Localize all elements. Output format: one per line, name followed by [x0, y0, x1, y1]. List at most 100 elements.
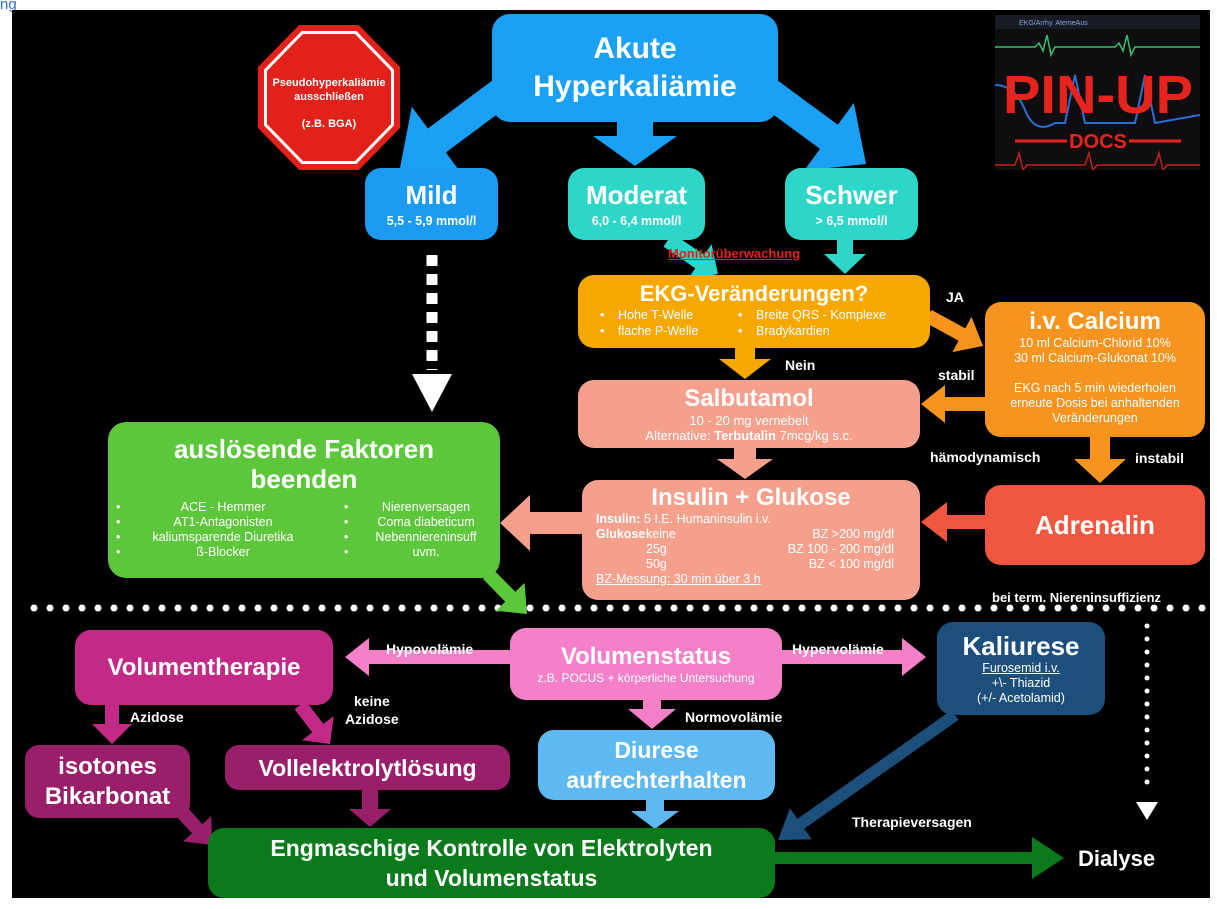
stop-sign-line-2: ausschließen — [294, 91, 364, 103]
final-monitoring-line-1: Engmaschige Kontrolle von Elektrolyten — [270, 835, 713, 861]
trigger-bullet: ß-Blocker — [116, 545, 316, 560]
logo-ecg-blue-trace — [994, 74, 1201, 128]
diuresis-line-1: Diurese — [614, 737, 699, 763]
arrow-insulin-to-triggers — [500, 495, 582, 551]
arrow-adrenalin-to-insulin — [921, 502, 985, 542]
trigger-bullet: Nebenniereninsuff — [344, 530, 494, 545]
bz-monitoring-note: BZ-Messung: 30 min über 3 h — [596, 572, 761, 586]
trigger-bullet: kaliumsparende Diuretika — [116, 530, 316, 545]
label-keine-azidose: keine Azidose — [345, 693, 399, 727]
dialysis-node: Dialyse — [1078, 846, 1156, 871]
salbutamol-alternative: Alternative: Terbutalin 7mcg/kg s.c. — [645, 428, 853, 443]
pseudohyperkalemia-stop-sign: Pseudohyperkaliämie ausschließen (z.B. B… — [258, 25, 400, 170]
start-title-line-1: Akute — [593, 32, 677, 65]
logo-graphic: EKG/Arrhy. AtemeAus PIN-UP DOCS — [994, 15, 1201, 172]
ecg-bullet: flache P-Welle — [600, 323, 698, 339]
label-therapieversagen: Therapieversagen — [852, 814, 972, 830]
arrow-start-to-severe — [759, 79, 866, 171]
label-stabil: stabil — [938, 367, 975, 383]
arrow-salbutamol-to-insulin — [717, 448, 773, 479]
triggers-bullet-columns: ACE - Hemmer AT1-Antagonisten kaliumspar… — [108, 500, 500, 562]
kaliurese-drug: Furosemid i.v. — [982, 661, 1060, 675]
ecg-title: EKG-Veränderungen? — [639, 281, 869, 306]
label-instabil: instabil — [1135, 450, 1185, 466]
salbutamol-alternative-drug: Terbutalin — [714, 428, 776, 443]
severity-mild-node: Mild 5,5 - 5,9 mmol/l — [365, 168, 498, 240]
stop-sign-text: Pseudohyperkaliämie ausschließen (z.B. B… — [258, 25, 400, 170]
arrow-volume-to-diuresis — [628, 700, 676, 729]
arrow-calcium-to-salbutamol — [921, 385, 985, 423]
arrow-moderate-to-ecg — [663, 233, 718, 279]
logo-ecg-green-trace — [995, 34, 1200, 58]
start-title-line-2: Hyperkaliämie — [533, 70, 737, 103]
bicarbonate-line-1: isotones — [58, 752, 157, 780]
ecg-bullet: Hohe T-Welle — [600, 307, 698, 323]
kaliurese-line-3: (+/- Acetolamid) — [977, 691, 1065, 705]
label-azidose: Azidose — [130, 709, 184, 725]
arrow-therapy-to-bicarbonate — [92, 705, 132, 744]
final-monitoring-node: Engmaschige Kontrolle von Elektrolyten u… — [208, 828, 775, 898]
volume-status-subtitle: z.B. POCUS + körperliche Untersuchung — [537, 670, 755, 685]
trigger-bullet: ACE - Hemmer — [116, 500, 316, 515]
renal-down-triangle — [1136, 802, 1158, 820]
label-normovolaemie: Normovolämie — [685, 709, 783, 725]
insulin-glucose-node: Insulin + Glukose Insulin: 5 I.E. Humani… — [582, 480, 920, 600]
diuresis-line-2: aufrechterhalten — [566, 767, 747, 793]
severity-moderate-node: Moderat 6,0 - 6,4 mmol/l — [568, 168, 705, 240]
arrow-start-to-moderate — [593, 120, 677, 166]
arrow-monitoring-to-dialysis — [775, 837, 1064, 879]
triggers-title-line-2: beenden — [250, 464, 358, 494]
volume-therapy-node: Volumentherapie — [75, 630, 333, 705]
salbutamol-node: Salbutamol 10 - 20 mg vernebelt Alternat… — [578, 380, 920, 448]
arrow-bicarbonate-to-monitoring — [176, 807, 212, 845]
arrow-calcium-to-adrenalin — [1074, 437, 1126, 483]
calcium-title: i.v. Calcium — [1029, 308, 1161, 335]
calcium-note-line: EKG nach 5 min wiederholen — [1014, 381, 1176, 395]
label-ja: JA — [946, 289, 964, 305]
arrow-ecg-to-salbutamol — [719, 348, 771, 379]
calcium-node: i.v. Calcium 10 ml Calcium-Chlorid 10% 3… — [985, 302, 1205, 437]
calcium-note-line: Veränderungen — [1052, 411, 1138, 425]
monitoring-note: Monitorüberwachung — [668, 246, 801, 261]
arrow-triggers-to-separator — [483, 569, 527, 614]
triggers-right-column: Nierenversagen Coma diabeticum Nebennier… — [344, 500, 494, 560]
volume-therapy-title: Volumentherapie — [107, 653, 301, 681]
logo-title: PIN-UP — [1003, 65, 1193, 125]
stop-sign-line-1: Pseudohyperkaliämie — [272, 77, 386, 89]
severity-moderate-title: Moderat — [585, 179, 688, 210]
severity-mild-range: 5,5 - 5,9 mmol/l — [386, 213, 477, 228]
triggers-node: auslösende Faktoren beenden ACE - Hemmer… — [108, 422, 500, 578]
start-node: Akute Hyperkaliämie — [492, 14, 778, 122]
arrow-volume-to-hypovolaemia — [345, 638, 510, 676]
trigger-bullet: uvm. — [344, 545, 494, 560]
ecg-bullet-columns: Hohe T-Welle flache P-Welle Breite QRS -… — [578, 307, 930, 339]
kaliurese-line-2: +\- Thiazid — [991, 676, 1051, 690]
ecg-left-column: Hohe T-Welle flache P-Welle — [600, 307, 698, 339]
label-haemodynamisch: hämodynamisch — [930, 449, 1041, 465]
ecg-bullet: Bradykardien — [738, 323, 886, 339]
volume-status-node: Volumenstatus z.B. POCUS + körperliche U… — [510, 628, 782, 700]
trigger-bullet: AT1-Antagonisten — [116, 515, 316, 530]
ecg-right-column: Breite QRS - Komplexe Bradykardien — [738, 307, 886, 339]
arrow-kaliurese-to-monitoring — [778, 710, 959, 840]
calcium-dose-line: 10 ml Calcium-Chlorid 10% — [1019, 336, 1171, 350]
severity-moderate-range: 6,0 - 6,4 mmol/l — [591, 213, 682, 228]
full-electrolyte-node: Vollelektrolytlösung — [225, 745, 510, 790]
insulin-dose-row: Insulin: 5 I.E. Humaninsulin i.v. — [596, 512, 771, 526]
final-monitoring-line-2: und Volumenstatus — [385, 865, 598, 891]
salbutamol-title: Salbutamol — [684, 385, 814, 412]
label-hypovolaemie: Hypovolämie — [386, 641, 474, 657]
insulin-title: Insulin + Glukose — [651, 484, 851, 511]
severity-severe-title: Schwer — [805, 179, 898, 210]
label-terminal-renal-failure: bei term. Niereninsuffizienz — [992, 590, 1162, 605]
logo-ecg-red-trace — [995, 150, 1200, 172]
stop-sign-inner — [267, 34, 391, 161]
logo-top-label: EKG/Arrhy. AtemeAus — [1019, 20, 1088, 27]
bicarbonate-node: isotones Bikarbonat — [25, 745, 190, 818]
trigger-bullet: Coma diabeticum — [344, 515, 494, 530]
mild-down-triangle — [412, 374, 452, 412]
arrow-severe-to-ecg — [824, 240, 866, 274]
